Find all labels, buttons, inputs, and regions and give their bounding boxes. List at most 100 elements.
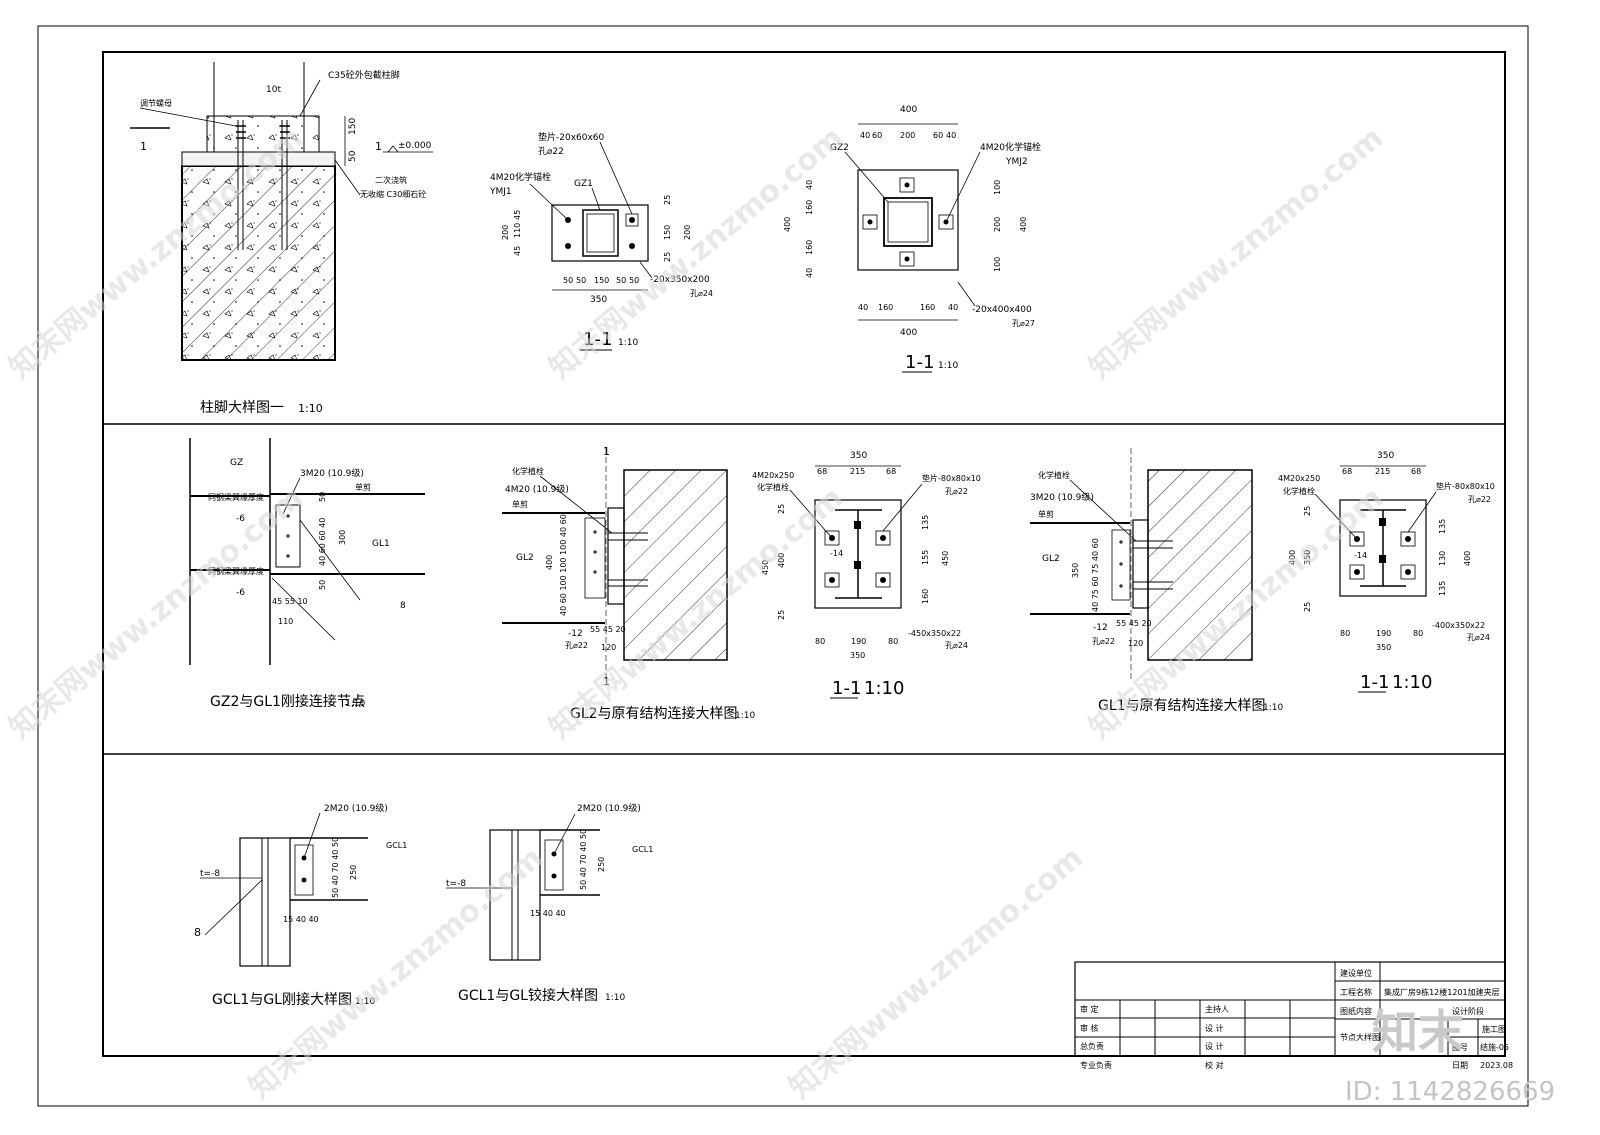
detail-gl2-existing: 1 1 化学植栓 4M20 (10.9级) 单剪 GL2 400 40 60 1… (502, 445, 755, 722)
d8-dim-lin: 350 (1303, 550, 1312, 565)
outer-frame (37, 25, 1529, 1107)
d5-sec-top: 1 (603, 445, 610, 458)
d7-scale: 1:10 (1263, 703, 1283, 713)
detail-gcl1-rigid: 2M20 (10.9级) GCL1 t=-8 8 50 40 70 40 50 … (194, 802, 407, 1008)
d9-h250: 250 (349, 865, 358, 880)
d4-d50b: 50 (318, 580, 327, 590)
d2-washer-hole: 孔⌀22 (538, 146, 564, 157)
d8-scale: 1:10 (1392, 672, 1432, 693)
tb-row3-a: 总负责 (1080, 1041, 1104, 1051)
d10-thick: t=-8 (446, 879, 466, 889)
d8-dim-t2: 215 (1375, 467, 1390, 476)
d9-scale: 1:10 (355, 997, 375, 1007)
d8-dim-b2: 190 (1376, 629, 1391, 638)
d4-plate-top: -6 (236, 514, 245, 524)
d3-dim-t5: 40 (946, 131, 956, 140)
detail-baseplate-gz2: 400 40 60 200 60 40 GZ2 4M20化学锚栓 YMJ2 40… (783, 105, 1041, 373)
d4-stiff-bot: 同钢梁翼缘厚度 (208, 566, 264, 576)
d2-dim-l3: 45 (513, 246, 522, 256)
d7-shear: 单剪 (1038, 509, 1054, 519)
d3-dim-t4: 60 (933, 131, 943, 140)
d1-elevation-label: ±0.000 (398, 141, 432, 151)
d4-scale: 1:10 (345, 699, 365, 709)
d3-dim-r2: 200 (993, 217, 1002, 232)
detail-endplate-450: 350 68 215 68 4M20x250 化学植栓 垫片-80x80x10 … (752, 451, 981, 699)
d7-d120: 120 (1128, 639, 1143, 648)
tb-row4-b: 校 对 (1205, 1060, 1224, 1070)
d6-dim-b2: 190 (851, 637, 866, 646)
d6-dim-rtotal: 450 (941, 551, 950, 566)
tb-date-label: 日期 (1452, 1061, 1468, 1070)
d1-plate-label: 10t (266, 85, 281, 95)
d9-dims-b: 15 40 40 (283, 915, 319, 924)
d5-dims-v: 40 60 100 100 100 40 60 (559, 514, 568, 616)
d5-anchor: 化学植栓 (512, 466, 544, 476)
d7-anchor: 化学植栓 (1038, 470, 1070, 480)
d5-hole: 孔⌀22 (565, 641, 588, 650)
d6-dim-t3: 68 (886, 467, 896, 476)
tb-date: 2023.08 (1480, 1061, 1513, 1070)
d5-dims-b: 55 45 20 (590, 625, 626, 634)
d6-dim-lin: 400 (777, 553, 786, 568)
d5-title: GL2与原有结构连接大样图 (570, 705, 738, 722)
watermark-8: 知末网www.znzmo.com (783, 840, 1090, 1106)
d3-plate: -20x400x400 (972, 305, 1032, 315)
d2-dim-ltotal: 200 (501, 225, 510, 240)
d6-plate-hole: 孔⌀24 (945, 641, 968, 650)
d1-title: 柱脚大样图一 (200, 400, 284, 416)
d6-title: 1-1 (832, 678, 861, 699)
inner-frame (102, 51, 1506, 1057)
d8-dim-btotal: 350 (1376, 643, 1391, 652)
d3-dim-r3: 100 (993, 257, 1002, 272)
d1-dim-50: 50 (348, 150, 358, 162)
d3-column: GZ2 (830, 143, 849, 153)
d2-dim-r3: 25 (663, 252, 672, 262)
d3-dim-rtotal: 400 (1019, 217, 1028, 232)
d8-dim-r2: 130 (1438, 551, 1447, 566)
d2-title: 1-1 (583, 329, 612, 350)
d4-column: GZ (230, 458, 243, 468)
d6-dim-r1: 135 (921, 515, 930, 530)
d8-dim-r3: 135 (1438, 581, 1447, 596)
tb-num-label: 图号 (1452, 1043, 1468, 1052)
d8-dim-t3: 68 (1411, 467, 1421, 476)
d7-dims-b: 55 45 20 (1116, 619, 1152, 628)
d2-column: GZ1 (574, 179, 593, 189)
d1-section-label: 1 (140, 140, 147, 153)
d3-dim-ltotal: 400 (783, 217, 792, 232)
detail-endplate-400: 350 68 215 68 4M20x250 化学植栓 垫片-80x80x10 … (1278, 451, 1495, 693)
d8-dim-lout: 400 (1288, 550, 1297, 565)
tb-number: 结施-05 (1480, 1042, 1509, 1052)
d2-scale: 1:10 (618, 338, 638, 348)
d9-bolt: 2M20 (10.9级) (324, 802, 388, 814)
d3-anchor-code: YMJ2 (1005, 157, 1028, 167)
tb-project-label: 工程名称 (1340, 987, 1372, 997)
d5-d120: 120 (601, 643, 616, 652)
d4-beam: GL1 (372, 539, 390, 549)
d9-dims-v: 50 40 70 40 50 (331, 837, 340, 898)
d3-title: 1-1 (905, 352, 934, 373)
d6-dim-ls2: 25 (777, 610, 786, 620)
d8-dim-top: 350 (1377, 451, 1394, 461)
d4-dbot: 45 55 10 (272, 597, 308, 606)
d1-section-label-r: 1 (375, 140, 382, 153)
d4-bolt: 3M20 (10.9级) (300, 467, 364, 479)
d8-web: -14 (1354, 551, 1367, 560)
detail-column-foot: 1 1 C35砼外包截柱脚 调节螺母 10t ±0.000 二次浇筑 无收缩 C… (130, 62, 433, 416)
d1-dim-150: 150 (348, 118, 358, 135)
d8-dim-t1: 68 (1342, 467, 1352, 476)
tb-row2-b: 设 计 (1205, 1023, 1224, 1033)
d3-dim-b3: 160 (920, 303, 935, 312)
d10-bolt: 2M20 (10.9级) (577, 802, 641, 814)
d10-member: GCL1 (632, 845, 653, 854)
tb-row2-a: 审 核 (1080, 1023, 1099, 1033)
d8-title: 1-1 (1360, 672, 1389, 693)
d2-anchor: 4M20化学锚栓 (490, 171, 551, 183)
d7-h350: 350 (1071, 563, 1080, 578)
d3-dim-t1: 40 (860, 131, 870, 140)
tb-content-label: 图纸内容 (1340, 1006, 1372, 1016)
d4-shear: 单剪 (355, 482, 371, 492)
d2-washer: 垫片-20x60x60 (538, 131, 605, 143)
d3-dim-l4: 40 (805, 268, 814, 278)
